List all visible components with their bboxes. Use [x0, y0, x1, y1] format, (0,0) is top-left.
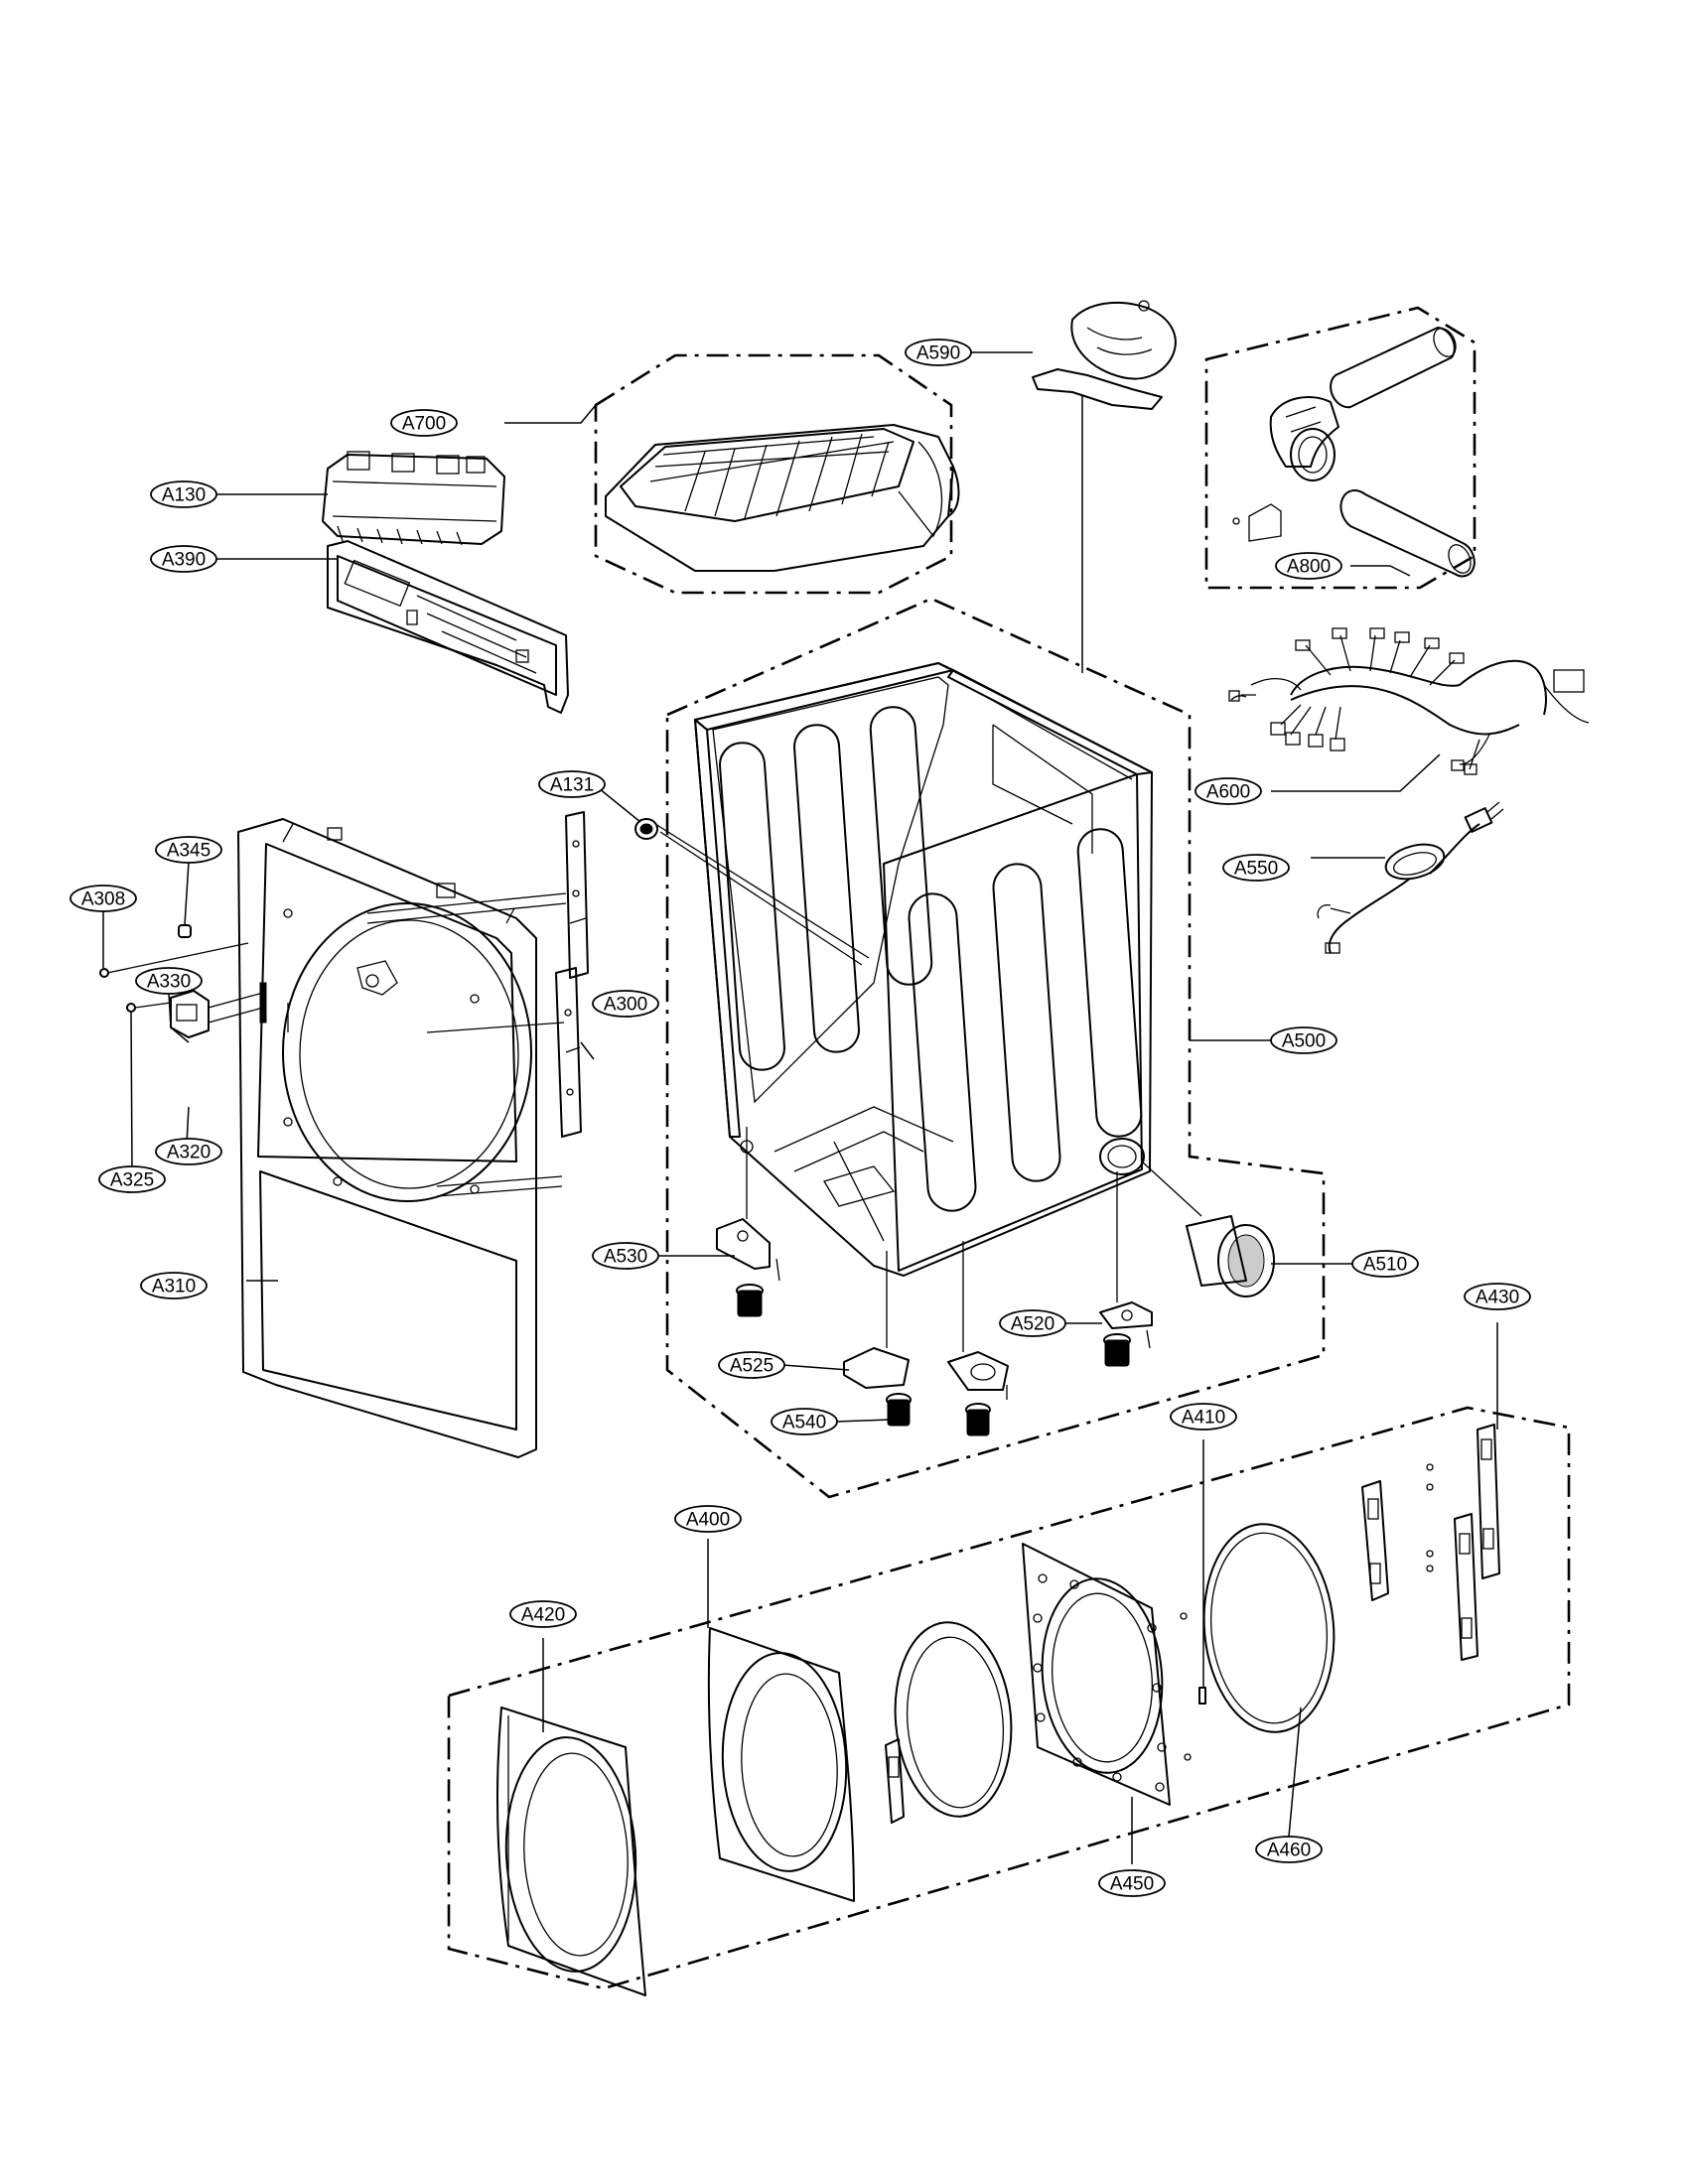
part-a460	[1202, 1523, 1336, 1733]
svg-text:A300: A300	[604, 995, 647, 1016]
part-a410	[1180, 1612, 1206, 1761]
callout-a530: A530	[592, 1242, 659, 1270]
callout-a390: A390	[150, 545, 217, 573]
callout-a600: A600	[1195, 777, 1262, 805]
callout-a500: A500	[1270, 1026, 1337, 1054]
part-a420	[495, 1706, 646, 1996]
svg-text:A460: A460	[1267, 1841, 1311, 1861]
svg-text:A308: A308	[81, 889, 125, 910]
callout-a420: A420	[509, 1600, 577, 1628]
svg-text:A525: A525	[730, 1356, 774, 1377]
svg-text:A500: A500	[1282, 1031, 1326, 1052]
group-border-drawer	[594, 353, 953, 595]
svg-text:A330: A330	[147, 972, 191, 993]
part-a540	[886, 1393, 991, 1436]
group-border-cabinet	[665, 597, 1326, 1499]
callout-a430: A430	[1464, 1283, 1531, 1310]
callout-a450: A450	[1098, 1869, 1166, 1897]
part-a300	[555, 811, 589, 1138]
callout-a525: A525	[718, 1351, 785, 1379]
projection-lines	[366, 823, 870, 1197]
callout-a131: A131	[538, 770, 606, 798]
svg-text:A420: A420	[521, 1605, 565, 1626]
part-a308	[99, 942, 249, 978]
svg-text:A520: A520	[1011, 1314, 1055, 1335]
part-a345	[178, 924, 192, 938]
svg-text:A390: A390	[162, 550, 206, 571]
svg-text:A540: A540	[782, 1413, 826, 1433]
callout-a320: A320	[155, 1138, 222, 1165]
callout-a300: A300	[592, 990, 659, 1018]
part-a700	[605, 424, 960, 572]
callout-a400: A400	[674, 1505, 742, 1533]
svg-text:A700: A700	[402, 414, 446, 435]
svg-text:A400: A400	[686, 1510, 730, 1531]
svg-text:A550: A550	[1234, 859, 1278, 880]
part-a800	[1232, 327, 1476, 578]
callout-a700: A700	[390, 409, 458, 437]
callout-a460: A460	[1255, 1836, 1323, 1863]
door-inner-ring	[894, 1621, 1013, 1818]
part-a400	[707, 1627, 855, 1902]
part-a525	[843, 1347, 1009, 1400]
part-a325	[126, 1002, 172, 1013]
svg-text:A410: A410	[1182, 1408, 1225, 1429]
svg-text:A345: A345	[167, 841, 211, 862]
svg-text:A130: A130	[162, 485, 206, 506]
callout-a130: A130	[150, 480, 217, 508]
callout-a800: A800	[1275, 552, 1342, 580]
leader-lines	[102, 351, 1498, 1864]
svg-text:A320: A320	[167, 1143, 211, 1163]
callout-a510: A510	[1351, 1250, 1419, 1278]
part-a600	[1228, 627, 1590, 775]
door-latch-part	[1361, 1463, 1434, 1601]
part-a530	[716, 1218, 780, 1317]
part-a450	[1022, 1543, 1171, 1806]
callout-a550: A550	[1222, 854, 1290, 882]
callout-a410: A410	[1170, 1403, 1237, 1431]
callout-a590: A590	[905, 339, 972, 366]
part-a510	[1141, 1160, 1275, 1297]
callout-a345: A345	[155, 836, 222, 864]
part-a590	[1032, 300, 1177, 410]
callout-a520: A520	[999, 1309, 1066, 1337]
svg-text:A590: A590	[916, 343, 960, 364]
callout-a308: A308	[70, 885, 137, 912]
part-a500	[694, 662, 1153, 1277]
part-a131	[634, 818, 658, 840]
part-a310	[237, 818, 537, 1458]
svg-text:A600: A600	[1206, 782, 1250, 803]
callout-a330: A330	[135, 967, 203, 995]
part-a520	[1099, 1301, 1153, 1367]
door-hinge-part	[885, 1738, 905, 1824]
part-a430	[1454, 1424, 1500, 1661]
svg-text:A310: A310	[152, 1277, 196, 1297]
svg-text:A530: A530	[604, 1247, 647, 1268]
svg-text:A510: A510	[1363, 1255, 1407, 1276]
callout-a540: A540	[771, 1408, 838, 1435]
svg-text:A800: A800	[1287, 557, 1331, 578]
svg-text:A450: A450	[1110, 1874, 1154, 1895]
svg-text:A325: A325	[110, 1170, 154, 1191]
svg-text:A131: A131	[550, 775, 594, 796]
callout-a310: A310	[140, 1272, 208, 1299]
group-border-duct	[1204, 306, 1477, 590]
part-a330	[170, 990, 264, 1038]
callout-a325: A325	[98, 1165, 166, 1193]
foot-leaders	[746, 1127, 1118, 1352]
group-border-door	[447, 1406, 1571, 1990]
part-a130	[322, 451, 505, 546]
part-a390	[327, 540, 569, 714]
part-a550	[1317, 801, 1504, 954]
svg-text:A430: A430	[1476, 1288, 1519, 1308]
